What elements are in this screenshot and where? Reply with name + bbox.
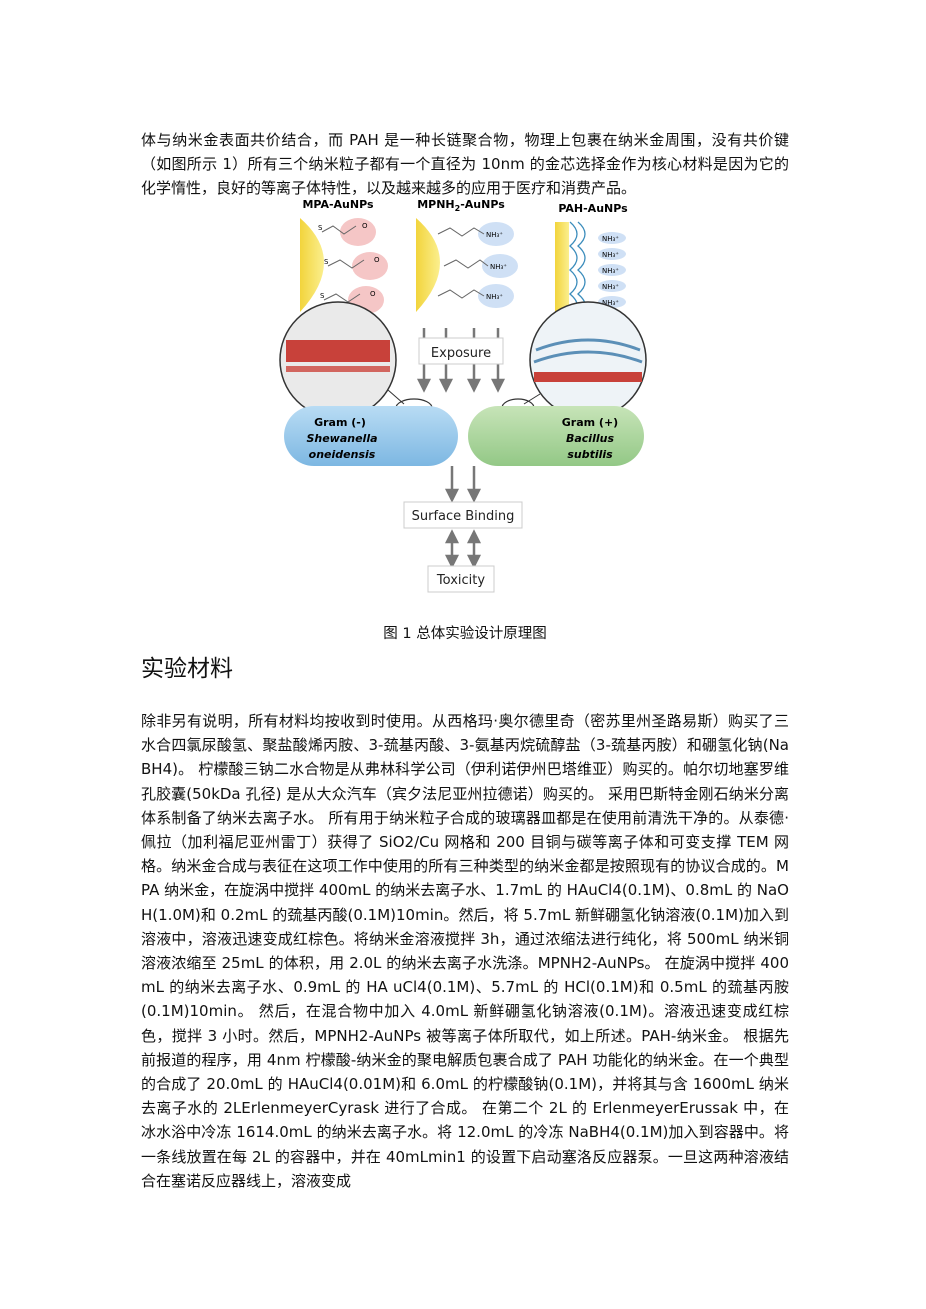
exposure-label: Exposure (431, 346, 491, 361)
binding-arrows (444, 466, 482, 503)
mpa-chain (327, 259, 365, 269)
oneidensis-label: oneidensis (309, 448, 376, 461)
mpnh2-chain (437, 227, 485, 237)
pah-nanoparticle-diagram: NH₃⁺ NH₃⁺ NH₃⁺ NH₃⁺ NH₃⁺ (555, 221, 626, 313)
section-heading: 实验材料 (141, 656, 233, 682)
pah-amine-ligand (598, 264, 626, 276)
surface-binding-label: Surface Binding (412, 509, 515, 524)
mpa-nanoparticle-diagram: S S S O O O (300, 218, 388, 314)
carboxylate-ligand (352, 252, 388, 280)
oxygen-label: O (370, 290, 376, 298)
pah-amine-ligand (598, 232, 626, 244)
oxygen-label: O (362, 222, 368, 230)
intro-paragraph: 体与纳米金表面共价结合，而 PAH 是一种长链聚合物，物理上包裹在纳米金周围，没… (141, 131, 789, 198)
figure-caption: 图 1 总体实验设计原理图 (383, 626, 547, 642)
gram-positive-zoom-bubble (501, 301, 647, 419)
gold-core-pah (555, 222, 569, 312)
amine-label: NH₃⁺ (486, 293, 503, 301)
pah-amine-label: NH₃⁺ (602, 235, 619, 243)
amine-ligand (478, 222, 514, 246)
surface-binding-box (403, 501, 523, 529)
oxygen-label: O (374, 256, 380, 264)
pah-amine-ligand (598, 248, 626, 260)
sulfur-label: S (320, 292, 325, 300)
sulfur-label: S (324, 258, 329, 266)
amine-label: NH₃⁺ (486, 231, 503, 239)
mpnh2-chain (437, 289, 485, 299)
panel-title-mpnh2-sub: 2 (455, 204, 461, 213)
amine-ligand (482, 254, 518, 278)
exposure-box (418, 337, 504, 365)
gold-core-mpnh2 (416, 218, 440, 312)
sulfur-label: S (318, 224, 323, 232)
pah-amine-label: NH₃⁺ (602, 267, 619, 275)
bacillus-label: Bacillus (566, 432, 614, 445)
panel-title-mpnh2: MPNH2-AuNPs (417, 198, 505, 213)
pah-amine-label: NH₃⁺ (602, 299, 619, 307)
pah-amine-label: NH₃⁺ (602, 251, 619, 259)
pah-polymer-strand (569, 221, 578, 313)
toxicity-box (427, 565, 495, 593)
amine-ligand (478, 284, 514, 308)
mpnh2-nanoparticle-diagram: NH₃⁺ NH₃⁺ NH₃⁺ (416, 218, 518, 312)
gram-negative-zoom-bubble (279, 301, 433, 419)
carboxylate-ligand (340, 218, 376, 246)
amine-label: NH₃⁺ (490, 263, 507, 271)
shewanella-label: Shewanella (306, 432, 377, 445)
panel-title-mpnh2-suffix: -AuNPs (460, 198, 505, 211)
toxicity-label: Toxicity (436, 573, 485, 588)
gram-positive-label: Gram (+) (562, 416, 618, 429)
mpa-chain (323, 293, 361, 303)
gram-positive-cell (468, 406, 644, 466)
experiment-design-figure: MPA-AuNPs MPNH2-AuNPs PAH-AuNPs S S S O … (279, 198, 647, 593)
pah-amine-label: NH₃⁺ (602, 283, 619, 291)
toxicity-arrows (444, 529, 482, 569)
gold-core-mpa (300, 218, 324, 312)
subtilis-label: subtilis (567, 448, 613, 461)
mpa-chain (321, 225, 357, 235)
gram-negative-cell (284, 406, 458, 466)
pah-polymer-strand (577, 221, 586, 313)
mpnh2-chain (443, 259, 489, 269)
materials-paragraph: 除非另有说明，所有材料均按收到时使用。从西格玛·奥尔德里奇（密苏里州圣路易斯）购… (141, 712, 789, 1190)
gram-negative-label: Gram (-) (314, 416, 366, 429)
panel-title-mpa: MPA-AuNPs (302, 198, 373, 211)
panel-title-mpnh2-main: MPNH (417, 198, 454, 211)
pah-amine-ligand (598, 280, 626, 292)
panel-title-pah: PAH-AuNPs (558, 202, 628, 215)
